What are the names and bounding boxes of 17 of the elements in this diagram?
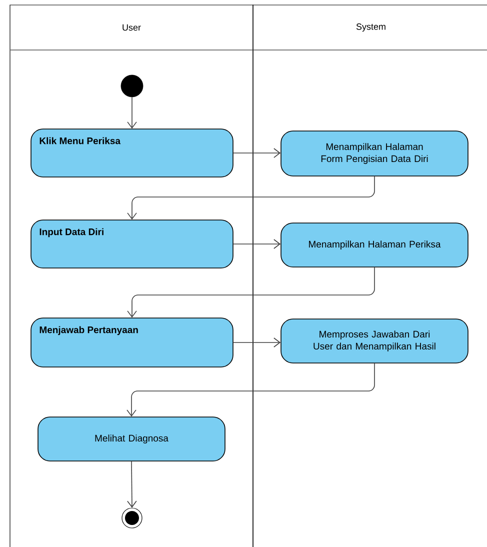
arrow xyxy=(127,461,137,508)
arrow xyxy=(127,176,375,220)
arrow xyxy=(127,267,375,318)
arrow xyxy=(233,148,281,158)
arrow xyxy=(233,239,281,249)
start-node xyxy=(120,74,144,98)
action-box: Menjawab Pertanyaan xyxy=(30,318,234,368)
action-box: Menampilkan Halaman Form Pengisian Data Diri xyxy=(280,130,468,176)
action-box: Klik Menu Periksa xyxy=(30,128,234,178)
action-box: Melihat Diagnosa xyxy=(38,416,226,462)
action-box: Input Data Diri xyxy=(30,220,234,268)
end-node xyxy=(122,508,142,528)
action-box: Memproses Jawaban Dari User dan Menampilkan Hasil xyxy=(280,318,468,364)
arrow xyxy=(127,96,137,129)
arrow xyxy=(233,338,281,348)
action-box: Menampilkan Halaman Periksa xyxy=(280,222,468,268)
arrow xyxy=(126,363,375,417)
